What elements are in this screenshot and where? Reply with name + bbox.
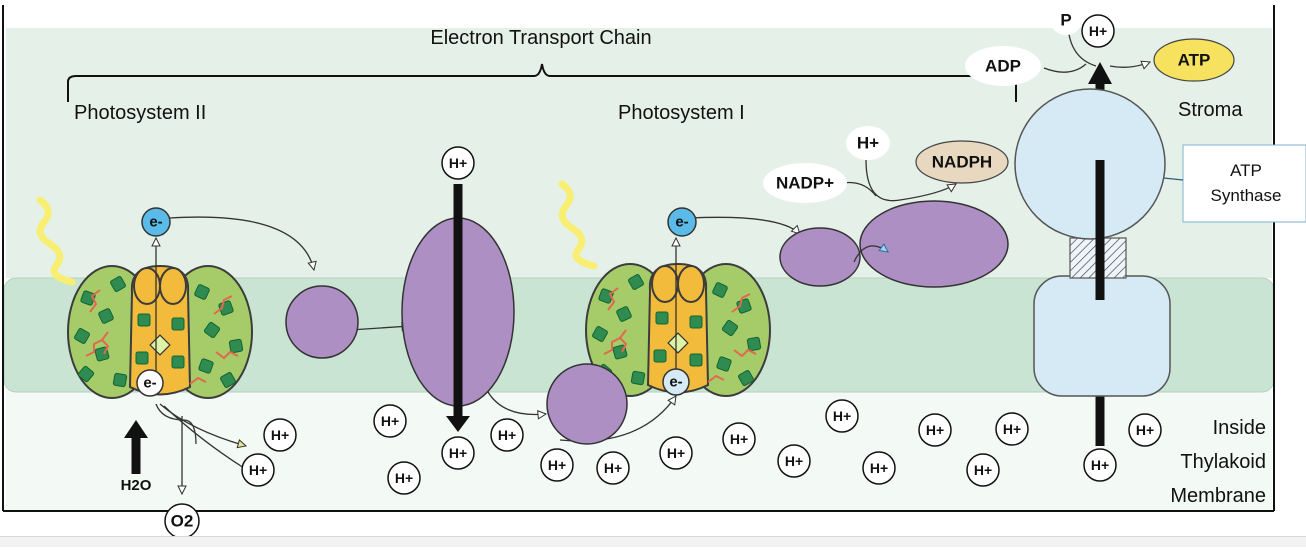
proton-ion: H+: [1128, 413, 1162, 447]
proton-ion: H+: [596, 451, 630, 485]
svg-text:e-: e-: [149, 214, 162, 231]
nadp-h-label: H+: [857, 134, 879, 153]
atp-synthase-label-2: Synthase: [1211, 186, 1282, 205]
electron-psi-top: e-: [667, 207, 697, 237]
bottom-strip: [0, 536, 1306, 547]
proton-ion: H+: [490, 418, 524, 452]
photosystem-i-label: Photosystem I: [618, 102, 745, 124]
plastoquinone: [285, 285, 359, 359]
ferredoxin: [779, 227, 861, 287]
electron-psi-bottom: e-: [662, 368, 690, 396]
proton-ion: H+: [918, 413, 952, 447]
proton-ion: H+: [995, 412, 1029, 446]
svg-text:e-: e-: [143, 375, 156, 392]
photosystem-ii-label: Photosystem II: [74, 102, 206, 124]
proton-ion: H+: [862, 451, 896, 485]
svg-text:e-: e-: [669, 374, 682, 391]
svg-text:H+: H+: [833, 408, 851, 424]
proton-ion: H+: [777, 444, 811, 478]
atp-synthase-f1: [1014, 88, 1166, 240]
plastocyanin: [546, 363, 628, 445]
phosphate-label: P: [1060, 11, 1071, 30]
svg-text:H+: H+: [926, 422, 944, 438]
svg-text:H+: H+: [271, 427, 289, 443]
svg-text:H+: H+: [785, 453, 803, 469]
light-icon-psi: [558, 180, 598, 270]
svg-text:H+: H+: [604, 460, 622, 476]
proton-ion: H+: [825, 399, 859, 433]
etc-label: Electron Transport Chain: [430, 27, 651, 49]
svg-text:H+: H+: [249, 462, 267, 478]
lumen-region: [6, 390, 1272, 510]
nadp-bubble: [763, 163, 847, 203]
proton-ion: H+: [659, 436, 693, 470]
adp-bubble: [965, 46, 1041, 86]
svg-text:H+: H+: [548, 457, 566, 473]
svg-text:H+: H+: [1091, 457, 1109, 473]
svg-text:H+: H+: [1136, 422, 1154, 438]
proton-ion: H+: [387, 461, 421, 495]
nadph-bubble: [915, 140, 1009, 184]
nadp-reductase: [859, 200, 1009, 288]
proton-ion: H+: [722, 422, 756, 456]
electron-psii-bottom: e-: [136, 369, 164, 397]
proton-ion: H+: [540, 448, 574, 482]
proton-ion: H+: [1083, 448, 1117, 482]
nadph-label: NADPH: [932, 153, 992, 172]
light-icon-psii: [36, 196, 76, 286]
proton-ion: H+: [263, 418, 297, 452]
svg-text:e-: e-: [675, 214, 688, 231]
nadp-label: NADP+: [776, 174, 834, 193]
stroma-label: Stroma: [1178, 99, 1243, 121]
proton-ion: H+: [966, 453, 1000, 487]
svg-text:H+: H+: [449, 155, 467, 171]
svg-text:H+: H+: [498, 427, 516, 443]
o2-label: O2: [171, 512, 194, 531]
atp-bubble: [1153, 38, 1235, 82]
membrane-label: Membrane: [1170, 485, 1266, 507]
thylakoid-label: Thylakoid: [1180, 451, 1266, 473]
adp-label: ADP: [985, 57, 1021, 76]
svg-text:H+: H+: [395, 470, 413, 486]
svg-text:H+: H+: [730, 431, 748, 447]
atp-synthase-label-1: ATP: [1230, 161, 1262, 180]
proton-ion: H+: [1081, 14, 1115, 48]
svg-text:H+: H+: [381, 413, 399, 429]
phosphate-bubble: [1050, 5, 1082, 35]
h2o-label: H2O: [121, 477, 152, 494]
electron-psii-top: e-: [141, 207, 171, 237]
proton-ion: H+: [441, 146, 475, 180]
atp-synthase-callout: [1182, 144, 1306, 223]
atp-label: ATP: [1178, 51, 1211, 70]
inside-label: Inside: [1213, 417, 1266, 439]
svg-text:H+: H+: [1089, 23, 1107, 39]
proton-ion: H+: [241, 453, 275, 487]
svg-text:H+: H+: [870, 460, 888, 476]
nadp-h-bubble: [846, 126, 890, 160]
svg-text:H+: H+: [1003, 421, 1021, 437]
proton-ion: H+: [373, 404, 407, 438]
svg-text:H+: H+: [449, 445, 467, 461]
svg-text:H+: H+: [974, 462, 992, 478]
svg-text:H+: H+: [667, 445, 685, 461]
proton-ion: H+: [441, 436, 475, 470]
